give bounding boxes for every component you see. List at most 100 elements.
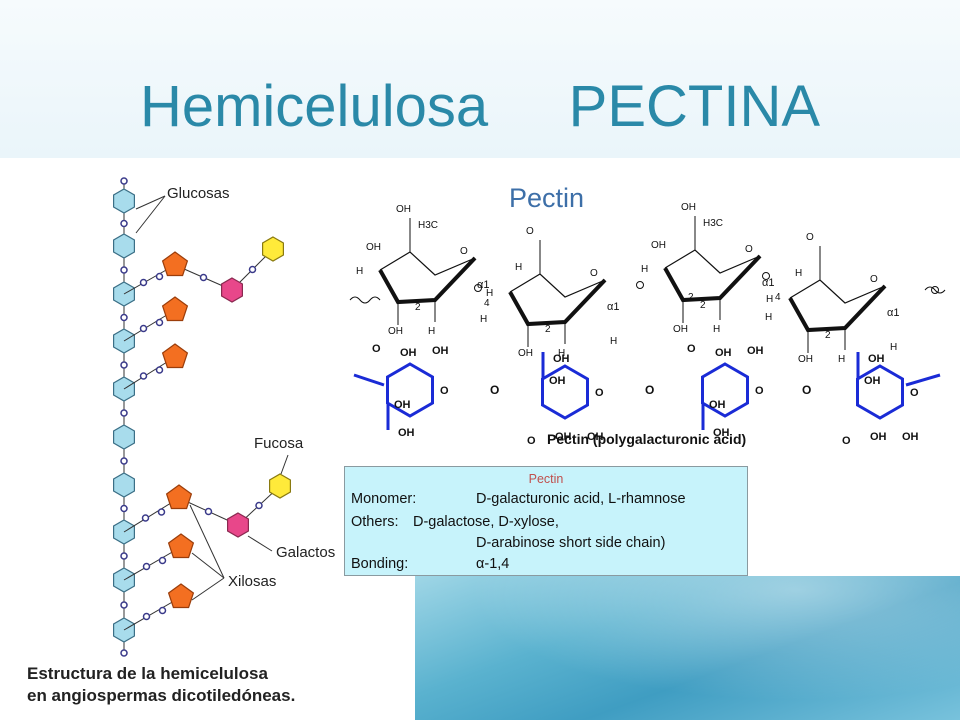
others-label: Others: bbox=[351, 514, 399, 530]
glycosidic-link bbox=[255, 501, 263, 510]
glycosidic-link bbox=[155, 272, 164, 281]
ring-o-label: O bbox=[595, 387, 604, 399]
hydrogen-label: H bbox=[428, 326, 435, 337]
glycosidic-link bbox=[120, 601, 128, 609]
ring-oh-label: OH bbox=[549, 375, 566, 387]
fucosa-label: Fucosa bbox=[254, 435, 304, 452]
monomer-value: D-galacturonic acid, L-rhamnose bbox=[476, 491, 686, 507]
xylose-ring bbox=[161, 343, 189, 369]
hydrogen-label: H bbox=[838, 354, 845, 365]
ring-bond bbox=[509, 273, 606, 298]
glycosidic-link bbox=[139, 324, 148, 333]
chain-bond bbox=[353, 373, 385, 387]
carbonyl-oxygen-label: O bbox=[806, 232, 814, 243]
ring-oh-label: OH bbox=[432, 345, 449, 357]
glycosidic-oxygen bbox=[762, 272, 770, 280]
hydroxyl-label: OH bbox=[673, 324, 688, 335]
glycosidic-link bbox=[139, 372, 148, 380]
title-band bbox=[0, 0, 960, 158]
glycosidic-link bbox=[142, 612, 151, 621]
glycosidic-link bbox=[120, 649, 128, 657]
pectin-table-header: Pectin bbox=[528, 472, 564, 486]
glycosidic-link bbox=[158, 606, 167, 615]
hydrogen-label: H bbox=[765, 312, 772, 323]
ring-bond bbox=[508, 278, 607, 327]
carboxyl-oh-label: OH bbox=[870, 431, 887, 443]
ring-oh-label: OH bbox=[394, 399, 411, 411]
carbonyl-oxygen-label: O bbox=[526, 226, 534, 237]
hemicellulose-caption: Estructura de la hemicelulosa en angiosp… bbox=[27, 663, 295, 707]
carbon2-label: 2 bbox=[688, 292, 694, 303]
hydrogen-label: H bbox=[713, 324, 720, 335]
carboxyl-oxygen-label: O bbox=[527, 435, 536, 447]
ring-oh-label: OH bbox=[864, 375, 881, 387]
others-value-2: D-arabinose short side chain) bbox=[476, 535, 666, 551]
galacturonate-ring bbox=[856, 364, 904, 420]
pectin-info-table: Pectin Monomer: D-galacturonic acid, L-r… bbox=[344, 466, 748, 576]
fucose-ring bbox=[262, 236, 284, 262]
galacturonate-ring bbox=[701, 362, 749, 418]
glycosidic-link bbox=[142, 562, 151, 571]
hydroxyl-label: OH bbox=[518, 348, 533, 359]
carbon2-label: 2 bbox=[545, 324, 551, 335]
galactose-ring bbox=[221, 277, 243, 303]
ring-oh-label: OH bbox=[902, 431, 919, 443]
chain-bond bbox=[905, 373, 941, 387]
xylose-ring bbox=[165, 484, 193, 510]
hydroxyl-label: OH bbox=[366, 242, 381, 253]
others-value-1: D-galactose, D-xylose, bbox=[413, 514, 559, 530]
alpha1-label: α1 bbox=[607, 301, 619, 313]
ring-oh-label: OH bbox=[747, 345, 764, 357]
caption-line-1: Estructura de la hemicelulosa bbox=[27, 664, 268, 683]
ring-o-label: O bbox=[910, 387, 919, 399]
glycosidic-link bbox=[120, 266, 128, 274]
hydrogen-label: H bbox=[558, 348, 565, 359]
carbon2-label: 2 bbox=[825, 330, 831, 341]
hydrogen-label: H bbox=[795, 268, 802, 279]
ring-bond bbox=[788, 284, 887, 333]
glycosidic-link bbox=[120, 219, 128, 228]
xylose-ring bbox=[161, 296, 189, 322]
galacturonate-ring bbox=[541, 364, 589, 420]
carboxyl-oxygen-label: O bbox=[842, 435, 851, 447]
glycosidic-oxygen bbox=[474, 284, 482, 292]
ring-bond bbox=[379, 251, 476, 276]
monomer-label: Monomer: bbox=[351, 491, 417, 507]
ring-bond bbox=[789, 279, 886, 304]
chain-continuation bbox=[349, 296, 381, 304]
bonding-label: Bonding: bbox=[351, 556, 409, 572]
alpha1-label: α1 bbox=[887, 307, 899, 319]
label-pointer bbox=[189, 504, 225, 579]
label-pointer bbox=[247, 535, 273, 552]
galactose-ring bbox=[227, 512, 249, 538]
hydrogen-label: H bbox=[890, 342, 897, 353]
glucosas-label: Glucosas bbox=[167, 185, 230, 202]
ring-oxygen-label: O bbox=[460, 246, 468, 257]
chain-continuation bbox=[924, 286, 946, 294]
glycosidic-oxygen bbox=[931, 286, 939, 294]
ring-bond bbox=[664, 249, 761, 274]
xilosas-label: Xilosas bbox=[228, 573, 276, 590]
carboxyl-oh-label: OH bbox=[715, 347, 732, 359]
ring-oh-label: OH bbox=[868, 353, 885, 365]
caption-line-2: en angiospermas dicotiledóneas. bbox=[27, 686, 296, 705]
glucose-ring bbox=[112, 233, 135, 259]
glycosidic-link bbox=[157, 508, 166, 516]
hydrogen-label: H bbox=[356, 266, 363, 277]
label-pointer bbox=[280, 454, 289, 475]
hydroxyl-label: OH bbox=[651, 240, 666, 251]
glycosidic-link bbox=[141, 514, 150, 522]
ring-oh-label: OH bbox=[709, 399, 726, 411]
ring-o-label: O bbox=[440, 385, 449, 397]
hydroxyl-label: OH bbox=[681, 202, 696, 213]
ring-oxygen-label: O bbox=[590, 268, 598, 279]
hydrogen-label: H bbox=[480, 314, 487, 325]
bonding-value: α-1,4 bbox=[476, 556, 510, 572]
galactosa-label: Galactos bbox=[276, 544, 335, 561]
fucose-ring bbox=[269, 473, 291, 499]
glycosidic-o-label: O bbox=[490, 383, 499, 397]
glycosidic-link bbox=[120, 457, 128, 465]
carboxyl-oxygen-label: O bbox=[687, 343, 696, 355]
glycosidic-link bbox=[120, 504, 128, 513]
